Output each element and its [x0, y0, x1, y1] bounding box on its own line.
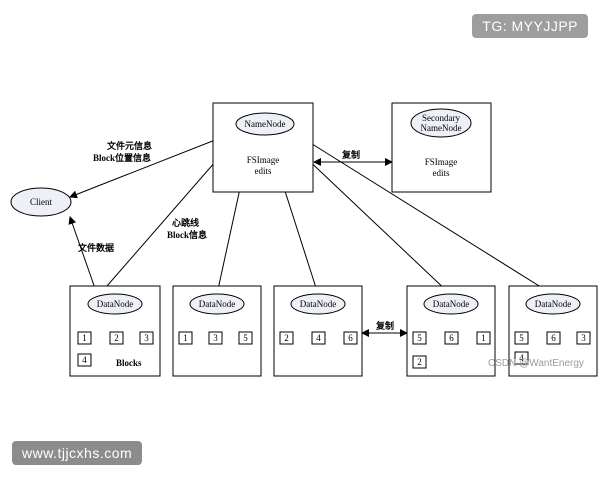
block-number: 2: [284, 333, 289, 343]
block-number: 1: [481, 333, 486, 343]
block-cell: [109, 331, 124, 345]
label-block-info: Block信息: [167, 229, 207, 240]
datanode-box-2: DataNode 1 3 5: [172, 285, 262, 377]
block-cell: [77, 353, 92, 367]
namenode-edits: edits: [255, 166, 272, 176]
block-cell: [444, 331, 459, 345]
watermark-csdn: CSDN @WantEnergy: [488, 358, 584, 369]
block-cell: [178, 331, 193, 345]
datanode-oval: [290, 293, 346, 315]
block-number: 5: [519, 333, 524, 343]
block-number: 3: [213, 333, 218, 343]
block-number: 2: [114, 333, 119, 343]
block-number: 2: [417, 357, 422, 367]
client-label: Client: [30, 197, 52, 207]
block-number: 4: [519, 353, 524, 363]
secondary-namenode-box: Secondary NameNode FSImage edits: [391, 102, 492, 193]
block-cell: [343, 331, 358, 345]
datanode-oval: [87, 293, 143, 315]
edge-client-namenode: [69, 129, 239, 199]
secondary-label-line1: Secondary: [422, 113, 460, 123]
client: Client: [10, 187, 72, 217]
block-cell: [546, 331, 561, 345]
client-oval: [10, 187, 72, 217]
edges: [68, 129, 553, 337]
edge-dn5-namenode: [292, 131, 553, 295]
datanode-label: DataNode: [97, 299, 133, 309]
datanode-label: DataNode: [433, 299, 469, 309]
datanode-oval: [189, 293, 245, 315]
block-cell: [139, 331, 154, 345]
watermark-top: TG: MYYJJPP: [472, 14, 588, 38]
block-number: 5: [243, 333, 248, 343]
block-number: 3: [144, 333, 149, 343]
datanode-label: DataNode: [199, 299, 235, 309]
block-number: 6: [449, 333, 454, 343]
datanode-box-3: DataNode 2 4 6: [273, 285, 363, 377]
namenode-label: NameNode: [245, 119, 286, 129]
block-cell: [412, 331, 427, 345]
block-cell: [514, 331, 529, 345]
edge-labels: 文件元信息 Block位置信息 心跳线 Block信息 文件数据 复制 复制: [77, 140, 394, 331]
secondary-label-line2: NameNode: [421, 123, 462, 133]
block-cell: [311, 331, 326, 345]
edge-client-datanode1: [68, 216, 99, 295]
datanode-label: DataNode: [300, 299, 336, 309]
block-cell: [279, 331, 294, 345]
datanode-box-5: DataNode 5 6 3 4: [508, 285, 598, 377]
namenode-fsimage: FSImage: [247, 155, 280, 165]
namenode-box: NameNode FSImage edits: [212, 102, 314, 193]
label-file-metadata: 文件元信息: [106, 140, 152, 151]
block-cell: [77, 331, 92, 345]
block-number: 4: [316, 333, 321, 343]
block-cell: [576, 331, 591, 345]
datanode-box-4: DataNode 5 6 1 2: [406, 285, 496, 377]
block-cell: [208, 331, 223, 345]
secondary-namenode-oval: [410, 108, 472, 138]
datanode-label: DataNode: [535, 299, 571, 309]
blocks-caption: Blocks: [116, 358, 142, 368]
label-file-data: 文件数据: [77, 242, 114, 253]
label-heartbeat: 心跳线: [172, 217, 199, 228]
block-number: 1: [183, 333, 188, 343]
block-number: 6: [551, 333, 556, 343]
datanode-box-1: DataNode 1 2 3 4 Blocks: [69, 285, 161, 377]
block-number: 6: [348, 333, 353, 343]
block-number: 3: [581, 333, 586, 343]
block-cell: [514, 351, 529, 365]
namenode-oval: [235, 112, 295, 136]
secondary-edits: edits: [433, 168, 450, 178]
label-block-location: Block位置信息: [93, 152, 151, 163]
block-cell: [476, 331, 491, 345]
block-cell: [412, 355, 427, 369]
secondary-fsimage: FSImage: [425, 157, 458, 167]
watermark-bottom: www.tjjcxhs.com: [12, 441, 143, 465]
datanode-oval: [525, 293, 581, 315]
block-cell: [238, 331, 253, 345]
label-nn-replicate: 复制: [341, 149, 360, 160]
block-number: 1: [82, 333, 87, 343]
datanode-oval: [423, 293, 479, 315]
block-number: 5: [417, 333, 422, 343]
label-dn-replicate: 复制: [375, 320, 394, 331]
block-number: 4: [82, 355, 87, 365]
